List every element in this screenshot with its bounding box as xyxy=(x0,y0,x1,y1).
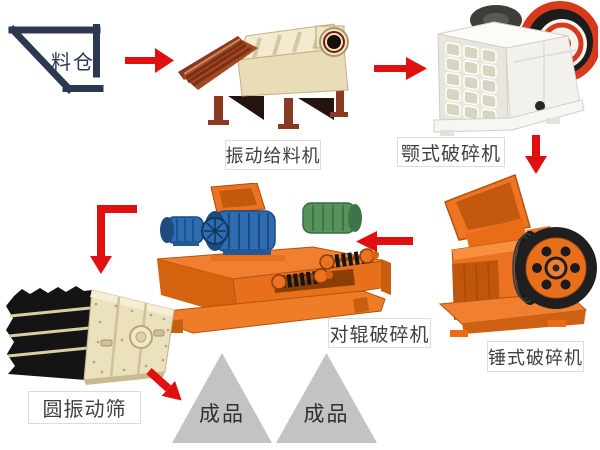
jaw-crusher-body xyxy=(433,21,585,136)
product-pile-left-label: 成品 xyxy=(199,403,245,426)
label-hammer-crusher: 锤式破碎机 xyxy=(487,341,584,372)
roller-crusher-illustration xyxy=(156,183,391,334)
hammer-hopper xyxy=(444,174,531,252)
product-pile-right: 成品 xyxy=(276,353,377,443)
label-roller-crusher: 对辊破碎机 xyxy=(328,318,431,348)
arrow-roller-to-screen xyxy=(90,205,137,274)
label-vibrating-feeder: 振动给料机 xyxy=(225,140,321,170)
jaw-cell-grid xyxy=(445,42,497,124)
label-jaw-crusher: 颚式破碎机 xyxy=(397,137,505,167)
screen-decks xyxy=(6,286,92,380)
jaw-crusher-illustration xyxy=(433,1,598,136)
silo-hopper-shape xyxy=(8,24,104,94)
label-circular-vibrating-screen: 圆振动筛 xyxy=(28,391,141,424)
arrow-feeder-to-jaw-crusher xyxy=(374,57,427,80)
roller-small-blue-motor xyxy=(160,216,204,246)
feeder-grizzly-bars xyxy=(178,36,258,90)
screen-side-wall xyxy=(83,289,175,385)
roller-main-blue-motor xyxy=(201,210,285,261)
product-pile-left: 成品 xyxy=(172,353,272,443)
feeder-legs xyxy=(208,88,348,129)
silo-label: 料仓 xyxy=(51,52,95,74)
product-pile-right-label: 成品 xyxy=(303,403,350,426)
circular-vibrating-screen-illustration xyxy=(6,286,175,385)
arrow-jaw-to-hammer-crusher xyxy=(525,135,547,174)
roller-springs xyxy=(271,248,379,290)
hammer-crusher-illustration xyxy=(438,174,597,337)
feeder-vibrator-motor xyxy=(319,27,349,57)
arrow-silo-to-feeder xyxy=(125,48,174,73)
hammer-flywheel xyxy=(512,227,597,309)
vibrating-feeder-illustration xyxy=(178,23,349,129)
roller-green-motor xyxy=(302,202,362,234)
